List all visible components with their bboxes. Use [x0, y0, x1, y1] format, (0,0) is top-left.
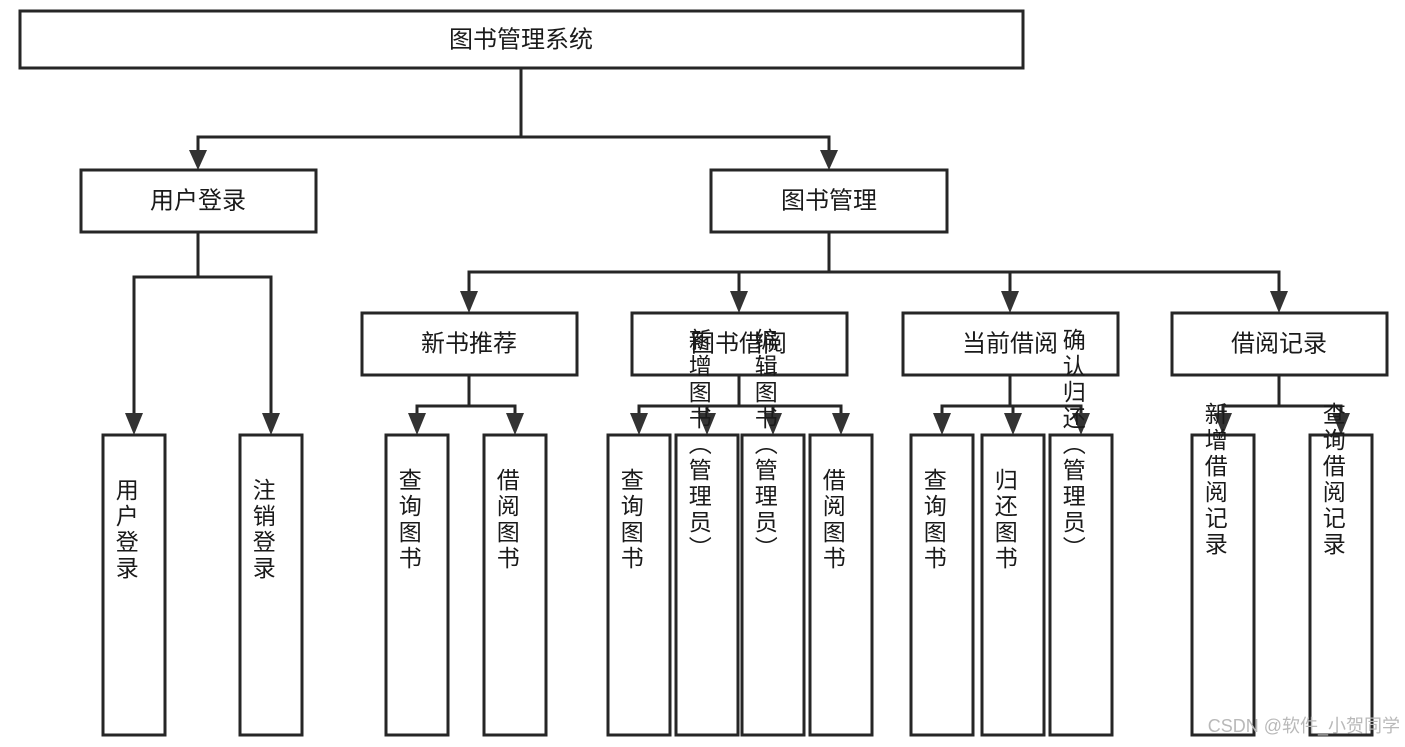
node-leaf-add-record-box[interactable]: [1190, 433, 1256, 737]
node-leaf-query-book-2[interactable]: 查询图书: [606, 433, 672, 737]
arrowhead-borrow-record: [1270, 291, 1288, 313]
arrowhead-leaf-borrow-book-1: [506, 413, 524, 435]
node-leaf-edit-book-box[interactable]: [740, 433, 806, 737]
node-leaf-add-book[interactable]: 新增图书（管理员）: [674, 328, 740, 737]
arrowhead-user-login: [189, 150, 207, 170]
connector-layer: [125, 66, 1350, 435]
node-leaf-query-book-2-label: 查询图书: [617, 468, 644, 572]
node-book-borrow-label: 图书借阅: [691, 330, 787, 357]
node-leaf-user-logout-label: 注销登录: [249, 478, 276, 582]
node-leaf-add-record[interactable]: 新增借阅记录: [1190, 402, 1256, 737]
node-leaf-add-book-box[interactable]: [674, 433, 740, 737]
arrowhead-book-management: [820, 150, 838, 170]
node-leaf-edit-book-label: 编辑图书（管理员）: [751, 328, 778, 562]
arrowhead-leaf-edit-book: [764, 413, 782, 435]
node-leaf-borrow-book-2[interactable]: 借阅图书: [808, 433, 874, 737]
node-book-borrow-box[interactable]: [630, 311, 849, 377]
node-leaf-confirm-return-box[interactable]: [1048, 433, 1114, 737]
node-leaf-edit-book[interactable]: 编辑图书（管理员）: [740, 328, 806, 737]
node-leaf-query-book-1-box[interactable]: [384, 433, 450, 737]
node-user-login[interactable]: 用户登录: [79, 168, 318, 234]
node-leaf-borrow-book-2-box[interactable]: [808, 433, 874, 737]
node-root-box[interactable]: [18, 9, 1025, 70]
arrowhead-leaf-query-record: [1332, 413, 1350, 435]
arrowhead-leaf-add-record: [1214, 413, 1232, 435]
node-leaf-query-book-1[interactable]: 查询图书: [384, 433, 450, 737]
node-leaf-query-book-3-label: 查询图书: [920, 468, 947, 572]
node-leaf-borrow-book-1-box[interactable]: [482, 433, 548, 737]
arrowhead-leaf-user-logout: [262, 413, 280, 435]
node-leaf-user-login-label: 用户登录: [112, 478, 139, 582]
node-leaf-confirm-return-label: 确认归还（管理员）: [1059, 328, 1086, 562]
node-leaf-user-logout[interactable]: 注销登录: [238, 433, 304, 737]
node-borrow-record-box[interactable]: [1170, 311, 1389, 377]
arrowhead-new-book-recommend: [460, 291, 478, 313]
node-leaf-borrow-book-2-label: 借阅图书: [819, 468, 846, 572]
node-user-login-box[interactable]: [79, 168, 318, 234]
arrowhead-leaf-user-login: [125, 413, 143, 435]
arrowhead-leaf-query-book-3: [933, 413, 951, 435]
node-root[interactable]: 图书管理系统: [18, 9, 1025, 70]
node-leaf-query-book-1-label: 查询图书: [395, 468, 422, 572]
arrowhead-book-borrow: [730, 291, 748, 313]
node-leaf-query-book-3-box[interactable]: [909, 433, 975, 737]
node-book-management-box[interactable]: [709, 168, 949, 234]
node-borrow-record[interactable]: 借阅记录: [1170, 311, 1389, 377]
node-root-label: 图书管理系统: [449, 26, 593, 53]
arrowhead-leaf-return-book: [1004, 413, 1022, 435]
node-leaf-user-login-box[interactable]: [101, 433, 167, 737]
node-leaf-query-book-2-box[interactable]: [606, 433, 672, 737]
node-current-borrow-box[interactable]: [901, 311, 1120, 377]
node-layer: 图书管理系统 用户登录 图书管理 新书推荐 图书借阅: [18, 9, 1389, 737]
node-leaf-add-record-label: 新增借阅记录: [1201, 402, 1228, 558]
node-leaf-return-book[interactable]: 归还图书: [980, 433, 1046, 737]
node-leaf-borrow-book-1-label: 借阅图书: [493, 468, 520, 572]
node-book-management[interactable]: 图书管理: [709, 168, 949, 234]
node-leaf-user-login[interactable]: 用户登录: [101, 433, 167, 737]
node-leaf-return-book-box[interactable]: [980, 433, 1046, 737]
node-leaf-return-book-label: 归还图书: [991, 468, 1018, 572]
node-leaf-user-logout-box[interactable]: [238, 433, 304, 737]
node-leaf-borrow-book-1[interactable]: 借阅图书: [482, 433, 548, 737]
arrowhead-leaf-add-book: [698, 413, 716, 435]
node-leaf-query-record[interactable]: 查询借阅记录: [1308, 402, 1374, 737]
node-new-book-recommend-label: 新书推荐: [421, 330, 517, 357]
node-book-management-label: 图书管理: [781, 187, 877, 214]
arrowhead-leaf-confirm-return: [1072, 413, 1090, 435]
node-borrow-record-label: 借阅记录: [1231, 330, 1327, 357]
arrowhead-leaf-borrow-book-2: [832, 413, 850, 435]
node-leaf-query-book-3[interactable]: 查询图书: [909, 433, 975, 737]
node-new-book-recommend-box[interactable]: [360, 311, 579, 377]
node-book-borrow[interactable]: 图书借阅: [630, 311, 849, 377]
node-leaf-add-book-label: 新增图书（管理员）: [685, 328, 712, 562]
arrowhead-leaf-query-book-2: [630, 413, 648, 435]
node-new-book-recommend[interactable]: 新书推荐: [360, 311, 579, 377]
csdn-watermark: CSDN @软件_小贺同学: [1208, 716, 1400, 737]
node-user-login-label: 用户登录: [150, 187, 246, 214]
node-leaf-query-record-label: 查询借阅记录: [1319, 402, 1346, 558]
node-current-borrow-label: 当前借阅: [962, 330, 1058, 357]
node-current-borrow[interactable]: 当前借阅: [901, 311, 1120, 377]
node-leaf-query-record-box[interactable]: [1308, 433, 1374, 737]
node-leaf-confirm-return[interactable]: 确认归还（管理员）: [1048, 328, 1114, 737]
arrowhead-current-borrow: [1001, 291, 1019, 313]
arrowhead-leaf-query-book-1: [408, 413, 426, 435]
